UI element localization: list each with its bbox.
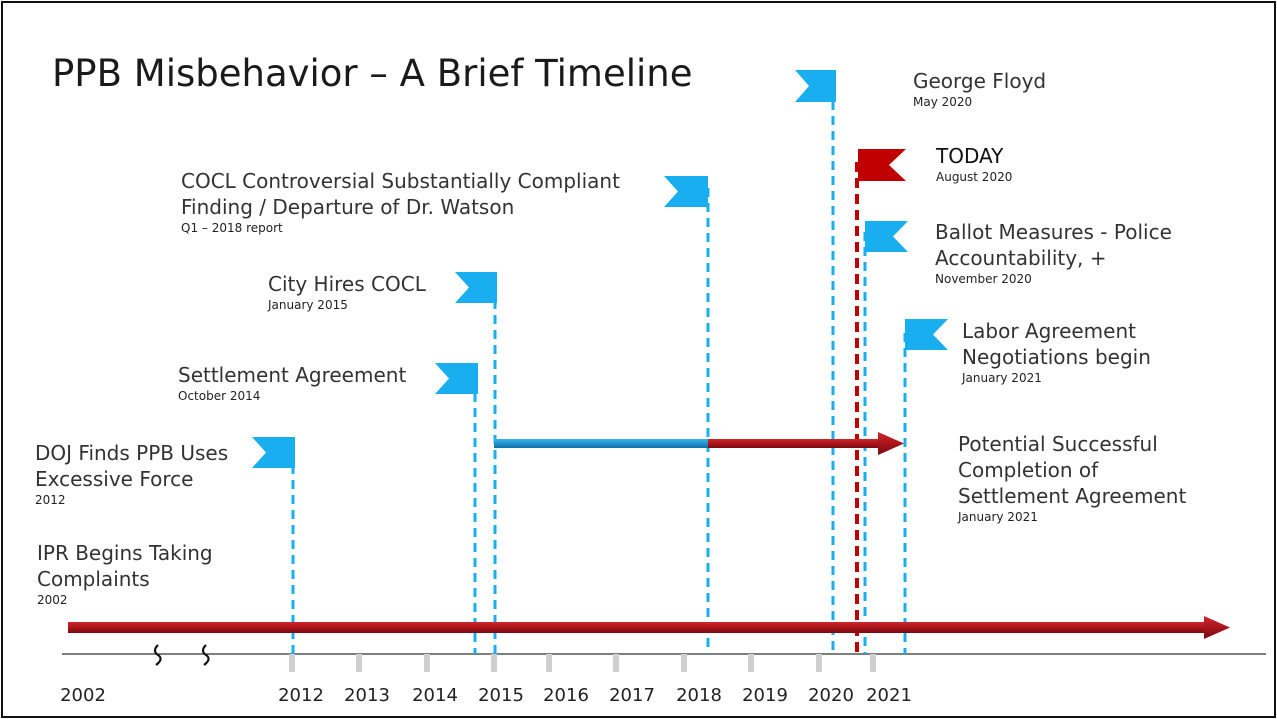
year-label: 2013 [344,685,390,706]
year-label: 2018 [676,685,722,706]
main-timeline-arrow-shaft [68,622,1206,633]
flag-cocl-hire-icon [455,272,497,303]
event-title-line: Accountability, + [935,246,1107,270]
event-date: January 2021 [958,510,1038,524]
flag-today-icon [858,149,906,181]
flag-george-floyd-icon [795,70,836,102]
event-today: TODAY August 2020 [936,143,1012,185]
flag-cocl-finding-icon [664,176,708,207]
event-title-line: Finding / Departure of Dr. Watson [181,195,515,219]
main-timeline-arrowhead [1204,616,1230,639]
event-title-line: Settlement Agreement [178,363,407,387]
event-date: 2002 [37,593,68,607]
year-label: 2014 [412,685,458,706]
slide-title: PPB Misbehavior – A Brief Timeline [52,52,693,95]
settlement-period-bar-blue [494,439,708,448]
event-title-line: TODAY [936,144,1004,168]
event-cocl-hire: City Hires COCL January 2015 [268,271,426,313]
axis-break-mark [153,644,162,666]
event-date: May 2020 [913,95,973,109]
year-label: 2019 [742,685,788,706]
event-title-line: Settlement Agreement [958,484,1187,508]
event-ballot: Ballot Measures - Police Accountability,… [935,219,1172,287]
event-completion: Potential Successful Completion of Settl… [958,431,1186,525]
year-label: 2015 [478,685,524,706]
event-title-line: Labor Agreement [962,319,1136,343]
year-label: 2020 [808,685,854,706]
flag-doj-icon [252,437,295,468]
event-title-line: Excessive Force [35,467,194,491]
flag-ballot-icon [865,221,908,252]
event-labor: Labor Agreement Negotiations begin Janua… [962,318,1151,386]
event-title-line: DOJ Finds PPB Uses [35,441,229,465]
year-label: 2021 [866,685,912,706]
event-date: Q1 – 2018 report [181,221,283,235]
event-title-line: City Hires COCL [268,272,426,296]
settlement-period-bar-red [708,439,880,448]
event-date: October 2014 [178,389,261,403]
event-date: January 2021 [962,371,1042,385]
event-title-line: Complaints [37,567,150,591]
event-cocl-finding: COCL Controversial Substantially Complia… [181,168,620,236]
flag-labor-icon [905,319,948,350]
event-title-line: Ballot Measures - Police [935,220,1172,244]
event-title-line: Negotiations begin [962,345,1151,369]
event-date: November 2020 [935,272,1032,286]
event-title-line: IPR Begins Taking [37,541,213,565]
year-label: 2002 [60,685,106,706]
event-date: 2012 [35,493,66,507]
event-title-line: George Floyd [913,69,1047,93]
axis-break-mark [201,644,210,666]
event-ipr: IPR Begins Taking Complaints 2002 [37,540,213,608]
year-label: 2016 [543,685,589,706]
event-george-floyd: George Floyd May 2020 [913,68,1046,110]
flag-settlement-icon [435,363,478,394]
year-label: 2017 [609,685,655,706]
settlement-period-arrowhead [878,432,904,455]
event-title-line: Completion of [958,458,1099,482]
event-doj: DOJ Finds PPB Uses Excessive Force 2012 [35,440,228,508]
event-date: January 2015 [268,298,348,312]
event-title-line: Potential Successful [958,432,1158,456]
year-label: 2012 [278,685,324,706]
event-date: August 2020 [936,170,1013,184]
event-title-line: COCL Controversial Substantially Complia… [181,169,620,193]
event-settlement: Settlement Agreement October 2014 [178,362,406,404]
year-ticks [289,654,876,672]
